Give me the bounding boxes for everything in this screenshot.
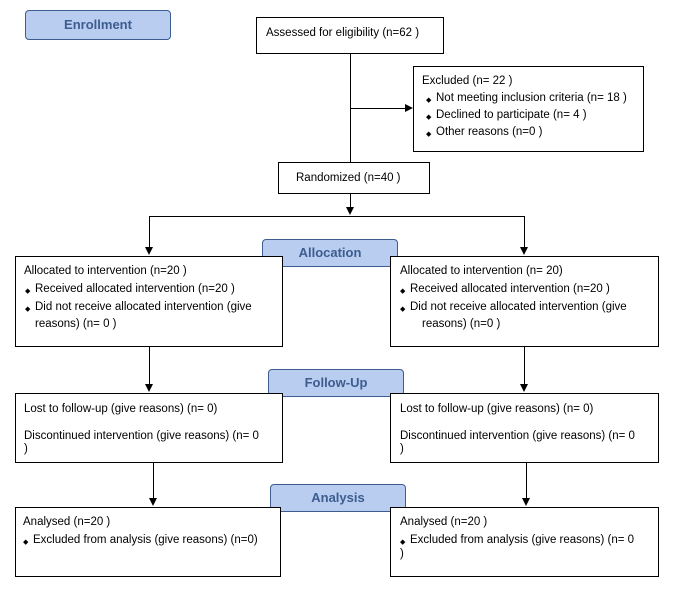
- arrow-randomized-down: [346, 207, 354, 215]
- arrow-right-to-analysis: [522, 498, 530, 506]
- followup-right-lost: Lost to follow-up (give reasons) (n= 0): [400, 403, 594, 415]
- connector-randomized-down: [350, 194, 351, 208]
- followup-left-lost: Lost to follow-up (give reasons) (n= 0): [24, 403, 218, 415]
- analysis-left-excluded: Excluded from analysis (give reasons) (n…: [23, 534, 258, 549]
- allocation-right-box: Allocated to intervention (n= 20) Receiv…: [390, 256, 659, 347]
- arrow-left-to-followup: [145, 384, 153, 392]
- connector-to-excluded: [350, 108, 406, 109]
- assessed-box: Assessed for eligibility (n=62 ): [256, 17, 444, 54]
- allocation-left-item-2: Did not receive allocated intervention (…: [25, 301, 252, 316]
- connector-right-to-followup: [524, 347, 525, 385]
- follow-up-label: Follow-Up: [268, 369, 404, 397]
- excluded-item-1: Not meeting inclusion criteria (n= 18 ): [426, 92, 627, 107]
- allocation-label-text: Allocation: [298, 245, 362, 260]
- analysis-right-excluded-cont: ): [400, 548, 404, 560]
- allocation-right-item-2: Did not receive allocated intervention (…: [400, 301, 627, 316]
- arrow-left-to-analysis: [149, 498, 157, 506]
- followup-left-discontinued: Discontinued intervention (give reasons)…: [24, 430, 259, 442]
- arrow-right-to-followup: [520, 384, 528, 392]
- followup-right-box: Lost to follow-up (give reasons) (n= 0) …: [390, 393, 659, 463]
- excluded-item-2: Declined to participate (n= 4 ): [426, 109, 587, 124]
- allocation-left-box: Allocated to intervention (n=20 ) Receiv…: [15, 256, 283, 347]
- arrow-to-excluded: [405, 104, 413, 112]
- followup-right-discontinued: Discontinued intervention (give reasons)…: [400, 430, 635, 442]
- analysis-label-text: Analysis: [311, 490, 365, 505]
- connector-split-left: [149, 216, 150, 248]
- excluded-box: Excluded (n= 22 ) Not meeting inclusion …: [413, 66, 644, 152]
- arrow-split-left: [145, 247, 153, 255]
- follow-up-label-text: Follow-Up: [304, 375, 368, 390]
- allocation-right-item-2-cont: reasons) (n=0 ): [422, 318, 501, 330]
- allocation-label: Allocation: [262, 239, 398, 267]
- analysis-label: Analysis: [270, 484, 406, 512]
- excluded-title: Excluded (n= 22 ): [422, 75, 513, 87]
- allocation-left-item-2-cont: reasons) (n= 0 ): [35, 318, 117, 330]
- allocation-right-title: Allocated to intervention (n= 20): [400, 265, 563, 277]
- randomized-text: Randomized (n=40 ): [296, 172, 401, 184]
- connector-split-right: [524, 216, 525, 248]
- connector-left-to-followup: [149, 347, 150, 385]
- analysis-right-excluded: Excluded from analysis (give reasons) (n…: [400, 534, 634, 549]
- followup-left-box: Lost to follow-up (give reasons) (n= 0) …: [15, 393, 283, 463]
- allocation-left-title: Allocated to intervention (n=20 ): [24, 265, 187, 277]
- connector-left-to-analysis: [153, 463, 154, 499]
- randomized-box: Randomized (n=40 ): [278, 162, 430, 194]
- arrow-split-right: [520, 247, 528, 255]
- followup-left-discontinued-cont: ): [24, 443, 28, 455]
- excluded-item-3: Other reasons (n=0 ): [426, 126, 542, 141]
- assessed-text: Assessed for eligibility (n=62 ): [266, 27, 420, 39]
- allocation-right-item-1: Received allocated intervention (n=20 ): [400, 283, 610, 298]
- analysis-left-analysed: Analysed (n=20 ): [23, 516, 111, 528]
- enrollment-label: Enrollment: [25, 10, 171, 40]
- analysis-left-box: Analysed (n=20 ) Excluded from analysis …: [15, 507, 281, 577]
- enrollment-label-text: Enrollment: [64, 17, 132, 32]
- allocation-left-item-1: Received allocated intervention (n=20 ): [25, 283, 235, 298]
- followup-right-discontinued-cont: ): [400, 443, 404, 455]
- analysis-right-box: Analysed (n=20 ) Excluded from analysis …: [390, 507, 659, 577]
- connector-split-horizontal: [149, 216, 525, 217]
- analysis-right-analysed: Analysed (n=20 ): [400, 516, 488, 528]
- connector-right-to-analysis: [526, 463, 527, 499]
